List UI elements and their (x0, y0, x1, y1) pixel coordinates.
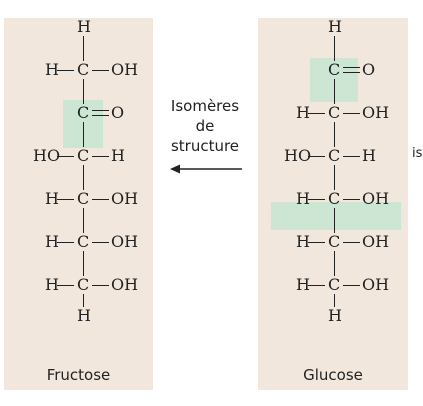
fructose-carbon-1-right-bond (92, 70, 109, 71)
arrow-label-line-3: structure (170, 137, 240, 155)
fructose-carbon-5-left-bond (57, 242, 74, 243)
glucose-carbon-1-double-bond (343, 67, 360, 73)
glucose-carbon-3-right-bond (343, 156, 360, 157)
glucose-carbon-5: C (328, 232, 341, 251)
fructose-carbon-5: C (77, 232, 90, 251)
fructose-panel (4, 18, 153, 390)
fructose-bottom-hydrogen: H (77, 306, 91, 325)
fructose-carbon-2: C (77, 103, 90, 122)
fructose-chain-bond-5 (83, 208, 84, 233)
glucose-carbon-5-right-group: OH (362, 232, 390, 251)
fructose-chain-bond-4 (83, 165, 84, 190)
fructose-carbon-5-right-group: OH (111, 232, 139, 251)
fructose-chain-bond-1 (83, 36, 84, 61)
glucose-chain-bond-6 (334, 251, 335, 276)
fructose-carbon-4-left-group: H (45, 189, 59, 208)
cropped-edge-text: is (412, 146, 423, 161)
fructose-carbon-5-right-bond (92, 242, 109, 243)
glucose-carbon-4: C (328, 189, 341, 208)
fructose-carbon-4-right-group: OH (111, 189, 139, 208)
glucose-name: Glucose (303, 366, 363, 384)
glucose-carbon-6-left-bond (308, 285, 325, 286)
glucose-carbon-2-left-bond (308, 113, 325, 114)
glucose-chain-bond-1 (334, 36, 335, 61)
fructose-carbon-6-right-bond (92, 285, 109, 286)
arrow-label-line-1: Isomères (170, 97, 240, 115)
fructose-chain-bond-2 (83, 79, 84, 104)
glucose-bottom-hydrogen: H (328, 306, 342, 325)
glucose-chain-bond-4 (334, 165, 335, 190)
fructose-carbon-1-right-group: OH (111, 60, 139, 79)
glucose-carbon-2-right-bond (343, 113, 360, 114)
glucose-carbon-4-right-bond (343, 199, 360, 200)
fructose-carbon-1-left-group: H (45, 60, 59, 79)
glucose-carbon-1-right-group: O (362, 60, 376, 79)
left-arrow-icon (170, 164, 242, 174)
fructose-carbon-3: C (77, 146, 90, 165)
fructose-carbon-1-left-bond (57, 70, 74, 71)
fructose-carbon-3-right-bond (92, 156, 109, 157)
fructose-carbon-6-right-group: OH (111, 275, 139, 294)
fructose-carbon-2-double-bond (92, 110, 109, 116)
glucose-carbon-6-right-bond (343, 285, 360, 286)
glucose-chain-bond-2 (334, 79, 335, 104)
glucose-carbon-6-left-group: H (296, 275, 310, 294)
fructose-top-hydrogen: H (77, 17, 91, 36)
glucose-chain-bond-7 (334, 294, 335, 307)
glucose-carbon-2-left-group: H (296, 103, 310, 122)
glucose-top-hydrogen: H (328, 17, 342, 36)
fructose-carbon-4-left-bond (57, 199, 74, 200)
isomer-arrow-label: Isomères de structure (158, 96, 252, 156)
glucose-carbon-2-right-group: OH (362, 103, 390, 122)
glucose-carbon-1: C (328, 60, 341, 79)
glucose-carbon-6-right-group: OH (362, 275, 390, 294)
fructose-carbon-3-right-group: H (111, 146, 125, 165)
glucose-carbon-5-right-bond (343, 242, 360, 243)
fructose-carbon-4-right-bond (92, 199, 109, 200)
fructose-carbon-6-left-group: H (45, 275, 59, 294)
glucose-carbon-2: C (328, 103, 341, 122)
glucose-carbon-3-left-bond (308, 156, 325, 157)
glucose-carbon-3-left-group: HO (284, 146, 312, 165)
fructose-carbon-4: C (77, 189, 90, 208)
arrow-label-line-2: de (195, 117, 215, 135)
fructose-carbon-5-left-group: H (45, 232, 59, 251)
glucose-carbon-4-right-group: OH (362, 189, 390, 208)
glucose-c2-highlight (271, 202, 401, 230)
glucose-carbon-4-left-group: H (296, 189, 310, 208)
glucose-chain-bond-5 (334, 208, 335, 233)
fructose-chain-bond-3 (83, 122, 84, 147)
glucose-carbon-5-left-bond (308, 242, 325, 243)
fructose-carbon-6-left-bond (57, 285, 74, 286)
fructose-carbon-3-left-bond (57, 156, 74, 157)
fructose-name: Fructose (46, 366, 111, 384)
glucose-chain-bond-3 (334, 122, 335, 147)
fructose-carbon-2-right-group: O (111, 103, 125, 122)
glucose-carbon-3: C (328, 146, 341, 165)
fructose-carbon-6: C (77, 275, 90, 294)
fructose-carbon-1: C (77, 60, 90, 79)
glucose-carbon-3-right-group: H (362, 146, 376, 165)
glucose-carbon-6: C (328, 275, 341, 294)
fructose-chain-bond-6 (83, 251, 84, 276)
fructose-chain-bond-7 (83, 294, 84, 307)
glucose-carbon-4-left-bond (308, 199, 325, 200)
fructose-carbon-3-left-group: HO (33, 146, 61, 165)
glucose-carbon-5-left-group: H (296, 232, 310, 251)
